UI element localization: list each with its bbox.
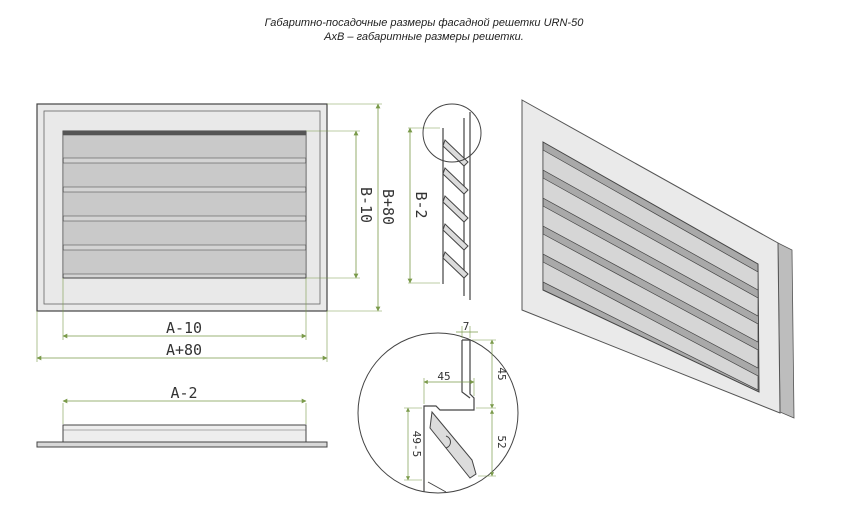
- inner-frame: [43, 110, 321, 305]
- flange-profile: [36, 441, 328, 448]
- detail-blade: [429, 410, 477, 479]
- blades: [62, 134, 307, 275]
- blade: [62, 134, 307, 159]
- dim-b-plus-80: B+80: [379, 189, 397, 225]
- dim-b-minus-2: B-2: [412, 191, 430, 218]
- dim-a-minus-10: A-10: [166, 319, 202, 337]
- bottom-view: A-2: [36, 384, 328, 448]
- dim-52: 52: [495, 435, 508, 448]
- detail-view: 7 45 45 52 49-5: [357, 320, 519, 494]
- dim-b-minus-10: B-10: [357, 187, 375, 223]
- blade: [62, 162, 307, 188]
- dim-a-minus-2: A-2: [170, 384, 197, 402]
- perspective-blades: [542, 149, 759, 391]
- side-blades: [442, 139, 469, 279]
- detail-circle-marker: [422, 103, 482, 163]
- blade: [62, 249, 307, 275]
- detail-circle: [357, 332, 519, 494]
- dim-7: 7: [463, 320, 470, 333]
- drawing-subtitle: AxB – габаритные размеры решетки.: [324, 31, 524, 43]
- top-edge: [63, 131, 306, 135]
- detail-profile: [423, 339, 475, 492]
- drawing-title: Габаритно-посадочные размеры фасадной ре…: [264, 17, 584, 29]
- dim-49-5: 49-5: [410, 431, 423, 458]
- dim-45-h: 45: [437, 370, 450, 383]
- front-view: A-10 A+80 B-10 B+80: [36, 103, 397, 362]
- perspective-back-flange: [777, 242, 795, 419]
- perspective-view: [521, 99, 795, 419]
- dim-45-v: 45: [495, 367, 508, 380]
- body-profile: [62, 424, 307, 443]
- blade: [62, 220, 307, 246]
- side-view: B-2: [407, 103, 482, 300]
- blade: [62, 191, 307, 217]
- dim-a-plus-80: A+80: [166, 341, 202, 359]
